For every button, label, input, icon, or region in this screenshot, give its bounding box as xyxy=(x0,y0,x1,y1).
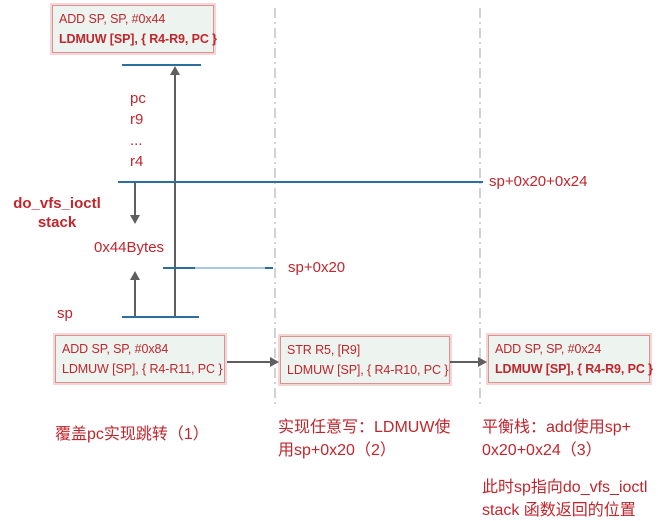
func-stack-label: do_vfs_ioctl stack xyxy=(10,194,104,232)
stack-slot-ellipsis: ... xyxy=(130,132,143,149)
offset-arrow-up-line xyxy=(134,279,136,317)
gadget-box-1: ADD SP, SP, #0x84 LDMUW [SP], { R4-R11, … xyxy=(55,335,225,383)
gadget-box-2: STR R5, [R9] LDMUW [SP], { R4-R10, PC } xyxy=(280,336,450,384)
sp-plus-0x20-0x24-label: sp+0x20+0x24 xyxy=(489,173,588,190)
gadget1-instruction-2: LDMUW [SP], { R4-R11, PC } xyxy=(62,362,223,376)
instruction-ldmuw-r4-r9: LDMUW [SP], { R4-R9, PC } xyxy=(59,32,217,46)
stack-slot-pc: pc xyxy=(130,90,146,107)
flow-arrow-2-line xyxy=(450,361,479,363)
sp-plus-0x20-0x24-line xyxy=(118,181,483,183)
caption-step2-line1: 实现任意写：LDMUW使 xyxy=(278,419,451,436)
offset-arrow-down-icon xyxy=(130,215,140,224)
gadget3-instruction-2: LDMUW [SP], { R4-R9, PC } xyxy=(495,362,653,376)
instruction-add-sp-0x44: ADD SP, SP, #0x44 xyxy=(59,12,166,26)
gadget2-instruction-2: LDMUW [SP], { R4-R10, PC } xyxy=(287,363,449,377)
gadget3-instruction-1: ADD SP, SP, #0x24 xyxy=(495,342,602,356)
func-stack-label-line1: do_vfs_ioctl xyxy=(13,195,101,212)
gadget2-instruction-1: STR R5, [R9] xyxy=(287,343,361,357)
stack-top-line xyxy=(122,64,201,66)
sp-label: sp xyxy=(57,305,73,322)
section-divider-1 xyxy=(274,8,276,405)
caption-note: 此时sp指向do_vfs_ioctl stack 函数返回的位置 xyxy=(482,476,647,521)
section-divider-2 xyxy=(479,8,481,405)
gadget-box-3: ADD SP, SP, #0x24 LDMUW [SP], { R4-R9, P… xyxy=(488,335,653,383)
func-stack-label-line2: stack xyxy=(37,214,77,231)
caption-note-line1: 此时sp指向do_vfs_ioctl xyxy=(482,479,648,496)
flow-arrow-1-head-icon xyxy=(270,357,279,367)
gadget-box-top: ADD SP, SP, #0x44 LDMUW [SP], { R4-R9, P… xyxy=(52,5,217,53)
gadget1-instruction-1: ADD SP, SP, #0x84 xyxy=(62,342,169,356)
caption-note-line2: stack 函数返回的位置 xyxy=(482,502,636,519)
caption-step2-line2: 用sp+0x20（2） xyxy=(278,442,396,459)
offset-arrow-up-icon xyxy=(130,271,140,280)
sp-plus-0x20-label: sp+0x20 xyxy=(288,259,346,276)
flow-arrow-2-head-icon xyxy=(478,357,487,367)
caption-step2: 实现任意写：LDMUW使 用sp+0x20（2） xyxy=(278,416,450,462)
offset-arrow-down-line xyxy=(134,183,136,216)
caption-step3: 平衡栈：add使用sp+ 0x20+0x24（3） xyxy=(482,416,631,462)
flow-arrow-1-line xyxy=(227,361,271,363)
stack-growth-arrowhead-icon xyxy=(170,66,180,75)
caption-step1: 覆盖pc实现跳转（1） xyxy=(55,426,209,443)
caption-step3-line2: 0x20+0x24（3） xyxy=(482,442,602,459)
sp-line xyxy=(122,316,199,318)
caption-step3-line1: 平衡栈：add使用sp+ xyxy=(482,419,631,436)
stack-vertical-line xyxy=(174,74,176,317)
size-0x44bytes-label: 0x44Bytes xyxy=(94,239,165,256)
stack-slot-r9: r9 xyxy=(130,111,144,128)
sp-plus-0x20-line-highlight xyxy=(195,267,265,269)
stack-slot-r4: r4 xyxy=(130,153,144,170)
